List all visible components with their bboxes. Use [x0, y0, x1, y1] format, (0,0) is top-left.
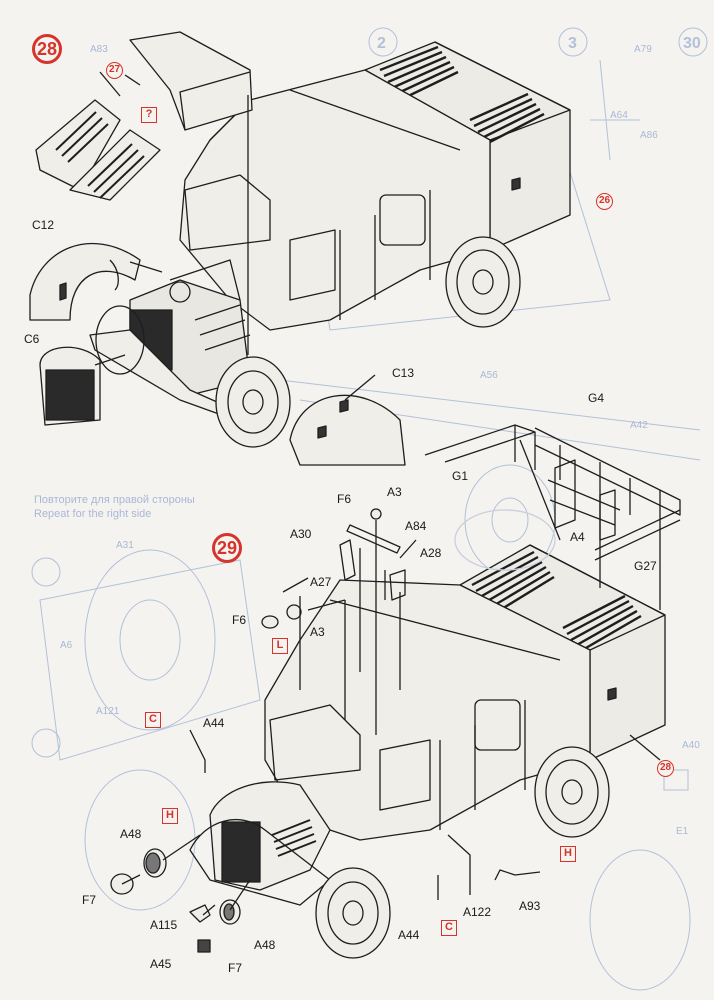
part-label-a115: A115	[150, 918, 178, 932]
ghost-part-label: A79	[634, 44, 652, 55]
part-label-a44: A44	[203, 716, 225, 730]
part-label-a3-lower: A3	[310, 625, 325, 639]
ghost-part-label: A6	[60, 640, 73, 651]
part-label-c12: C12	[32, 218, 55, 232]
marker-c: C	[145, 712, 161, 728]
part-label-a122: A122	[463, 905, 492, 919]
ghost-caption-ru: Повторите для правой стороны	[34, 494, 195, 506]
ghost-caption-en: Repeat for the right side	[34, 508, 152, 520]
part-label-a45: A45	[150, 957, 172, 971]
marker-c-lower: C	[441, 920, 457, 936]
ghost-part-label: A64	[610, 110, 628, 121]
part-label-a30: A30	[290, 527, 312, 541]
ghost-part-label: A121	[96, 706, 120, 717]
ref-step-27: 27	[106, 62, 123, 79]
part-label-c13: C13	[392, 366, 415, 380]
ghost-part-label: E1	[676, 826, 689, 837]
ghost-part-label: A56	[480, 370, 498, 381]
part-label-f7: F7	[82, 893, 97, 907]
part-label-a84: A84	[405, 519, 427, 533]
part-label-f6-lower: F6	[232, 613, 247, 627]
ghost-part-label: A40	[682, 740, 700, 751]
part-label-a44-lower: A44	[398, 928, 420, 942]
ghost-step-2: 2	[377, 35, 386, 52]
part-label-a3: A3	[387, 485, 402, 499]
marker-question: ?	[141, 107, 157, 123]
step-number-28: 28	[32, 34, 62, 64]
ghost-step-3: 3	[568, 35, 577, 52]
ghost-step-30: 30	[683, 35, 701, 52]
ghost-part-label: A42	[630, 420, 648, 431]
part-label-c6: C6	[24, 332, 40, 346]
step28-truck-drawing	[29, 31, 571, 466]
part-label-a27: A27	[310, 575, 332, 589]
ghost-part-label: A31	[116, 540, 134, 551]
part-label-g1: G1	[452, 469, 469, 483]
part-label-f7-lower: F7	[228, 961, 243, 975]
marker-l: L	[272, 638, 288, 654]
ghost-part-label: A83	[90, 44, 108, 55]
ref-step-26: 26	[596, 193, 613, 210]
part-label-f6: F6	[337, 492, 352, 506]
part-label-a48: A48	[120, 827, 142, 841]
part-label-a4: A4	[570, 530, 585, 544]
part-label-a93: A93	[519, 899, 541, 913]
marker-h: H	[162, 808, 178, 824]
part-label-g27: G27	[634, 559, 657, 573]
step29-truck-drawing	[110, 424, 681, 959]
part-label-a28: A28	[420, 546, 442, 560]
ref-step-28: 28	[657, 760, 674, 777]
part-label-g4: G4	[588, 391, 605, 405]
marker-h-lower: H	[560, 846, 576, 862]
ghost-part-label: A86	[640, 130, 658, 141]
part-label-a48-lower: A48	[254, 938, 276, 952]
step-number-29: 29	[212, 533, 242, 563]
